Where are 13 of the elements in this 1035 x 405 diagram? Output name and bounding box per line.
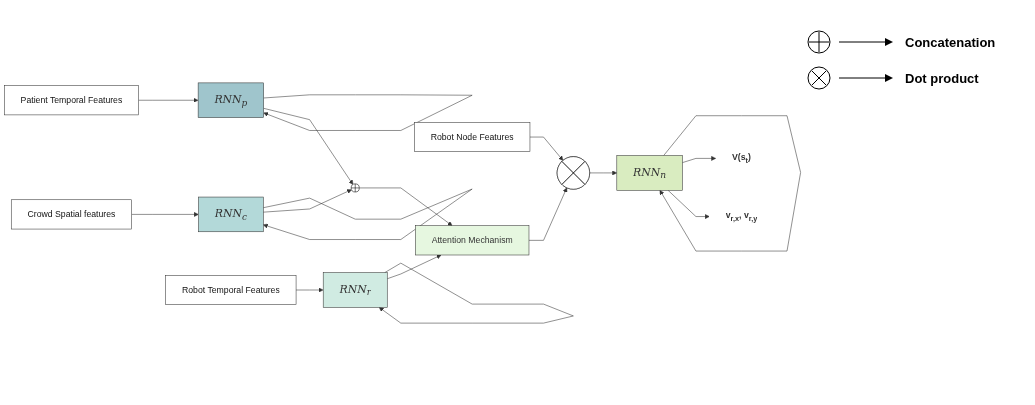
node-box: RNN$_{c}$ bbox=[198, 196, 264, 232]
node-box: Crowd Spatial features bbox=[11, 199, 132, 229]
node-text: V(s$_{t}$) bbox=[732, 152, 751, 164]
node-box: Patient Temporal Features bbox=[4, 84, 139, 115]
node-box: Robot Temporal Features bbox=[165, 274, 297, 305]
node-box: Robot Node Features bbox=[414, 121, 531, 152]
node-text: v$_{r,x}$, v$_{r,y}$ bbox=[725, 210, 758, 222]
legend-text: Concatenation bbox=[905, 34, 996, 50]
node-box: RNN$_{r}$ bbox=[322, 271, 388, 308]
node-box: Attention Mechanism bbox=[415, 224, 530, 255]
legend-text: Dot product bbox=[905, 70, 979, 86]
node-box: RNN$_{n}$ bbox=[616, 154, 683, 191]
node-box: RNN$_{p}$ bbox=[197, 82, 264, 118]
